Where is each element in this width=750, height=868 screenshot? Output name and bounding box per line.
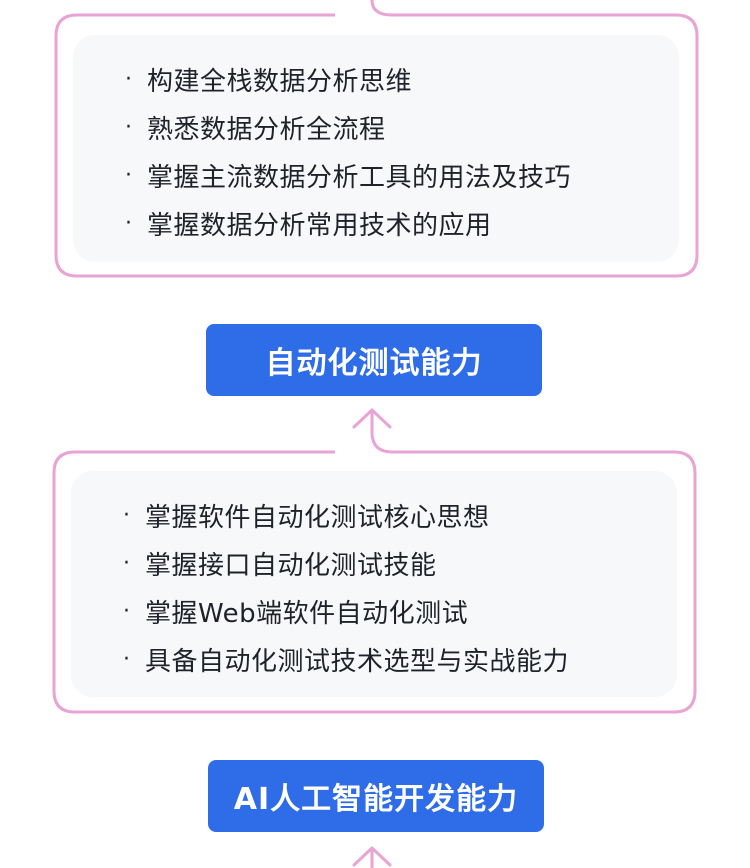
list-item-text: 构建全栈数据分析思维 [147,66,413,97]
arrow-up-icon-bottom-head [352,846,392,867]
bullet-dot: · [125,162,133,188]
list-item-text: 掌握Web端软件自动化测试 [145,598,469,629]
section-one-list: · 构建全栈数据分析思维 · 熟悉数据分析全流程 · 掌握主流数据分析工具的用法… [125,55,659,247]
bullet-dot: · [123,550,131,576]
list-item: · 掌握主流数据分析工具的用法及技巧 [125,151,659,199]
section-two-list: · 掌握软件自动化测试核心思想 · 掌握接口自动化测试技能 · 掌握Web端软件… [123,491,657,683]
milestone-badge-ai-development: AI人工智能开发能力 [208,760,544,832]
list-item: · 熟悉数据分析全流程 [125,103,659,151]
section-one-panel: · 构建全栈数据分析思维 · 熟悉数据分析全流程 · 掌握主流数据分析工具的用法… [73,35,679,262]
list-item: · 掌握数据分析常用技术的应用 [125,199,659,247]
list-item-text: 掌握主流数据分析工具的用法及技巧 [147,162,572,193]
list-item: · 掌握接口自动化测试技能 [123,539,657,587]
list-item-text: 掌握软件自动化测试核心思想 [145,502,490,533]
list-item-text: 熟悉数据分析全流程 [147,114,386,145]
list-item: · 掌握软件自动化测试核心思想 [123,491,657,539]
list-item-text: 掌握数据分析常用技术的应用 [147,210,492,241]
bullet-dot: · [123,646,131,672]
bullet-dot: · [125,114,133,140]
section-two-panel: · 掌握软件自动化测试核心思想 · 掌握接口自动化测试技能 · 掌握Web端软件… [71,471,677,697]
milestone-badge-automation-testing: 自动化测试能力 [206,324,542,396]
list-item: · 掌握Web端软件自动化测试 [123,587,657,635]
list-item-text: 掌握接口自动化测试技能 [145,550,437,581]
list-item-text: 具备自动化测试技术选型与实战能力 [145,646,570,677]
section-one-frame [54,0,699,278]
list-item: · 构建全栈数据分析思维 [125,55,659,103]
section-two-frame [52,410,697,714]
arrow-up-icon [352,408,392,429]
list-item: · 具备自动化测试技术选型与实战能力 [123,635,657,683]
bullet-dot: · [125,66,133,92]
bullet-dot: · [123,598,131,624]
bullet-dot: · [125,210,133,236]
bullet-dot: · [123,502,131,528]
